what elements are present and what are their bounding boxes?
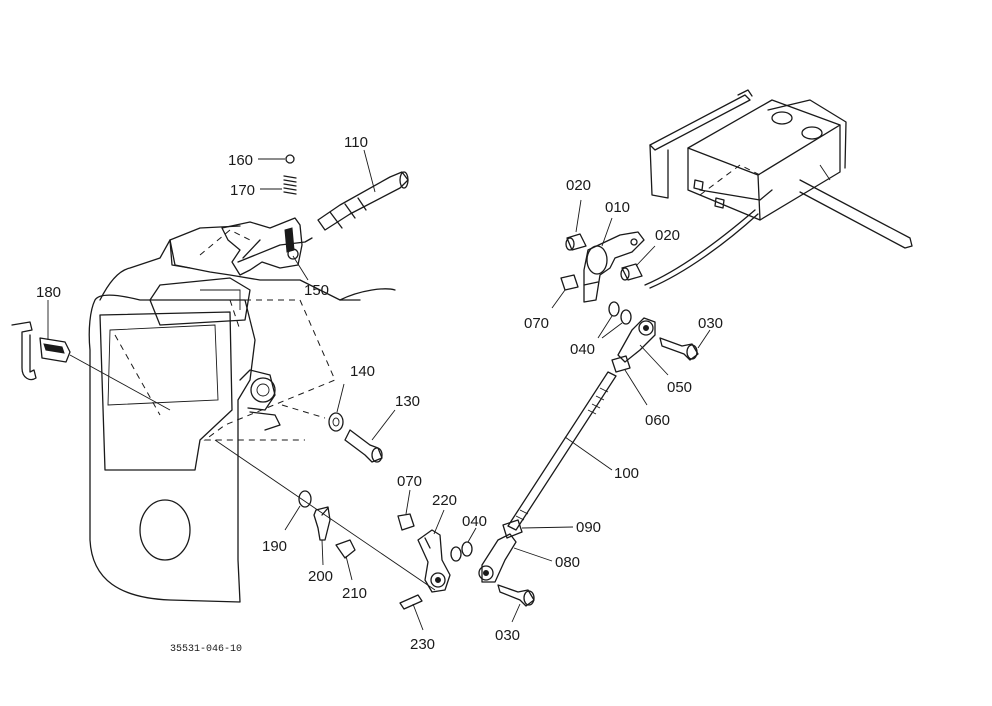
callout-180: 180 <box>36 284 61 301</box>
part-020-bushing-left <box>565 199 587 251</box>
callout-050: 050 <box>667 379 692 396</box>
part-020-bushing-right <box>620 245 656 281</box>
part-220-lever <box>417 509 451 593</box>
cable <box>644 209 756 286</box>
part-200-lever-plate <box>313 506 331 566</box>
callout-160: 160 <box>228 152 253 169</box>
part-130-bolt <box>344 409 396 463</box>
part-180-pin <box>11 300 171 411</box>
part-070-nut-lower <box>397 489 415 531</box>
part-140-washer <box>281 383 345 432</box>
callout-080: 080 <box>555 554 580 571</box>
callout-200: 200 <box>308 568 333 585</box>
callout-140: 140 <box>350 363 375 380</box>
part-160-ball <box>258 154 295 164</box>
part-030-bolt-upper <box>659 329 711 361</box>
part-110-shift-rod <box>317 149 409 231</box>
callout-030: 030 <box>495 627 520 644</box>
callout-130: 130 <box>395 393 420 410</box>
transmission-housing <box>88 225 396 603</box>
part-150-shift-fork <box>221 217 313 281</box>
part-030-bolt-lower <box>497 584 535 623</box>
part-070-nut-upper <box>551 274 579 309</box>
part-060-nut-upper <box>611 355 648 406</box>
callout-190: 190 <box>262 538 287 555</box>
part-210-bolt <box>335 539 356 581</box>
callout-070: 070 <box>397 473 422 490</box>
part-190-o-ring <box>284 490 312 531</box>
callout-060: 060 <box>645 412 670 429</box>
callout-labels: 010 020 020 030 030 040 040 050 060 070 … <box>36 134 723 653</box>
callout-220: 220 <box>432 492 457 509</box>
callout-040: 040 <box>462 513 487 530</box>
callout-230: 230 <box>410 636 435 653</box>
callout-110: 110 <box>344 134 368 151</box>
part-050-rod-end-upper <box>617 317 669 376</box>
callout-100: 100 <box>614 465 639 482</box>
callout-090: 090 <box>576 519 601 536</box>
part-230-pin <box>399 594 424 631</box>
part-010-bracket <box>583 217 645 303</box>
callout-040: 040 <box>570 341 595 358</box>
callout-020: 020 <box>566 177 591 194</box>
callout-210: 210 <box>342 585 367 602</box>
callout-070: 070 <box>524 315 549 332</box>
drawing-code: 35531-046-10 <box>170 644 242 655</box>
part-100-rod <box>507 371 617 531</box>
callout-030: 030 <box>698 315 723 332</box>
part-040-washers-lower <box>450 527 477 562</box>
part-080-rod-end-lower <box>478 533 553 583</box>
part-090-nut-lower <box>502 519 574 539</box>
callout-020: 020 <box>655 227 680 244</box>
pedal-frame <box>649 89 913 249</box>
callout-010: 010 <box>605 199 630 216</box>
part-170-spring <box>260 175 297 195</box>
part-040-washers-upper <box>597 301 632 339</box>
callout-150: 150 <box>304 282 329 299</box>
callout-170: 170 <box>230 182 255 199</box>
